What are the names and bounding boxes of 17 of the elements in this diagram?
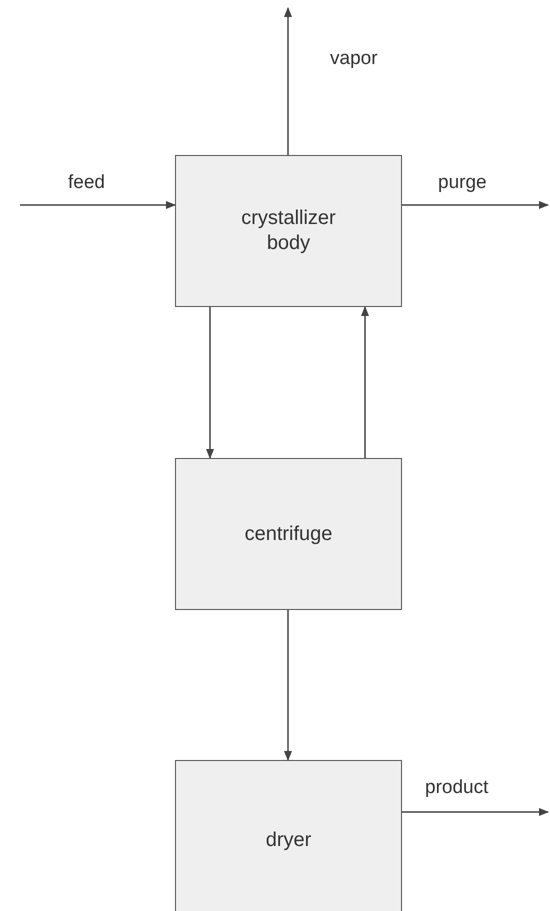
edge-label: product (425, 777, 488, 799)
arrow (402, 808, 549, 816)
edge-label: vapor (330, 48, 378, 70)
edge-label: feed (68, 172, 105, 194)
arrow (284, 610, 292, 761)
process-box (175, 155, 402, 307)
box-label: dryer (266, 828, 312, 852)
box-label: centrifuge (244, 522, 332, 546)
edge-label: purge (438, 172, 487, 194)
process-box (175, 458, 402, 610)
arrow (20, 201, 176, 209)
arrow (284, 7, 292, 155)
arrow (361, 306, 369, 458)
process-box (175, 760, 402, 911)
arrow (402, 201, 549, 209)
arrow (206, 307, 214, 459)
box-label: crystallizer body (240, 206, 337, 256)
